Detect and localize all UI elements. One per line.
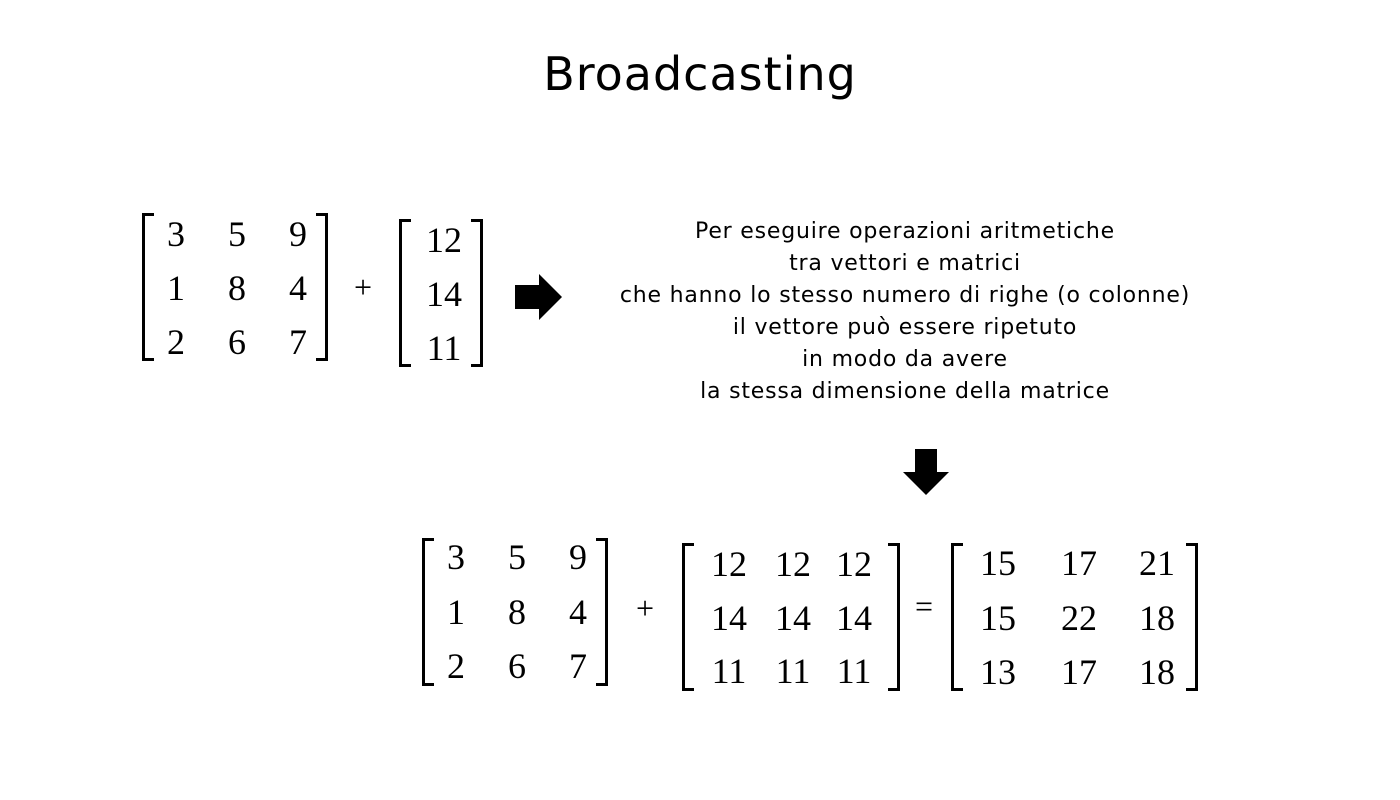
matrix-cell: 14 xyxy=(711,598,747,638)
equals-sign: = xyxy=(914,588,934,624)
down-arrow-icon xyxy=(903,449,949,495)
matrix-cell: 14 xyxy=(836,598,872,638)
result-matrix: 15 17 21 15 22 18 13 17 18 xyxy=(951,543,1198,692)
matrix-cell: 12 xyxy=(775,544,811,584)
matrix-cell: 3 xyxy=(167,214,185,254)
matrix-cell: 18 xyxy=(1139,598,1175,638)
matrix-cell: 22 xyxy=(1061,598,1097,638)
matrix-cell: 11 xyxy=(775,651,811,691)
matrix-cell: 18 xyxy=(1139,652,1175,692)
matrix-cell: 2 xyxy=(167,322,185,362)
page-title: Broadcasting xyxy=(543,47,857,101)
matrix-cell: 17 xyxy=(1061,543,1097,583)
matrix-cell: 5 xyxy=(508,537,526,577)
matrix-cell: 12 xyxy=(836,544,872,584)
input-matrix: 3 5 9 1 8 4 2 6 7 xyxy=(142,213,328,362)
description-line: il vettore può essere ripetuto xyxy=(732,315,1078,340)
right-arrow-icon xyxy=(515,274,562,320)
description-line: Per eseguire operazioni aritmetiche xyxy=(695,219,1115,244)
matrix-cell: 15 xyxy=(980,543,1016,583)
matrix-cell: 21 xyxy=(1139,543,1175,583)
matrix-cell: 14 xyxy=(775,598,811,638)
vector-cell: 14 xyxy=(426,274,462,314)
broadcast-matrix: 12 12 12 14 14 14 11 11 11 xyxy=(682,543,900,691)
matrix-cell: 4 xyxy=(289,268,307,308)
matrix-cell: 4 xyxy=(569,592,587,632)
input-matrix: 3 5 9 1 8 4 2 6 7 xyxy=(422,537,608,686)
matrix-cell: 2 xyxy=(447,646,465,686)
input-vector: 12 14 11 xyxy=(399,219,483,368)
matrix-cell: 7 xyxy=(569,646,587,686)
matrix-cell: 5 xyxy=(228,214,246,254)
description-line: in modo da avere xyxy=(802,347,1008,372)
matrix-cell: 13 xyxy=(980,652,1016,692)
matrix-cell: 17 xyxy=(1061,652,1097,692)
matrix-cell: 8 xyxy=(228,268,246,308)
vector-cell: 11 xyxy=(426,328,462,368)
matrix-cell: 11 xyxy=(711,651,747,691)
plus-sign: + xyxy=(635,590,655,626)
matrix-cell: 12 xyxy=(711,544,747,584)
matrix-cell: 7 xyxy=(289,322,307,362)
plus-sign: + xyxy=(353,269,373,305)
matrix-cell: 3 xyxy=(447,537,465,577)
matrix-cell: 9 xyxy=(289,214,307,254)
matrix-cell: 8 xyxy=(508,592,526,632)
description-line: la stessa dimensione della matrice xyxy=(700,379,1110,404)
matrix-cell: 11 xyxy=(836,651,872,691)
matrix-cell: 6 xyxy=(508,646,526,686)
description-line: che hanno lo stesso numero di righe (o c… xyxy=(619,283,1191,308)
matrix-cell: 1 xyxy=(167,268,185,308)
matrix-cell: 9 xyxy=(569,537,587,577)
matrix-cell: 15 xyxy=(980,598,1016,638)
description: Per eseguire operazioni aritmetiche tra … xyxy=(580,216,1230,408)
matrix-cell: 1 xyxy=(447,592,465,632)
description-line: tra vettori e matrici xyxy=(789,251,1021,276)
vector-cell: 12 xyxy=(426,220,462,260)
matrix-cell: 6 xyxy=(228,322,246,362)
